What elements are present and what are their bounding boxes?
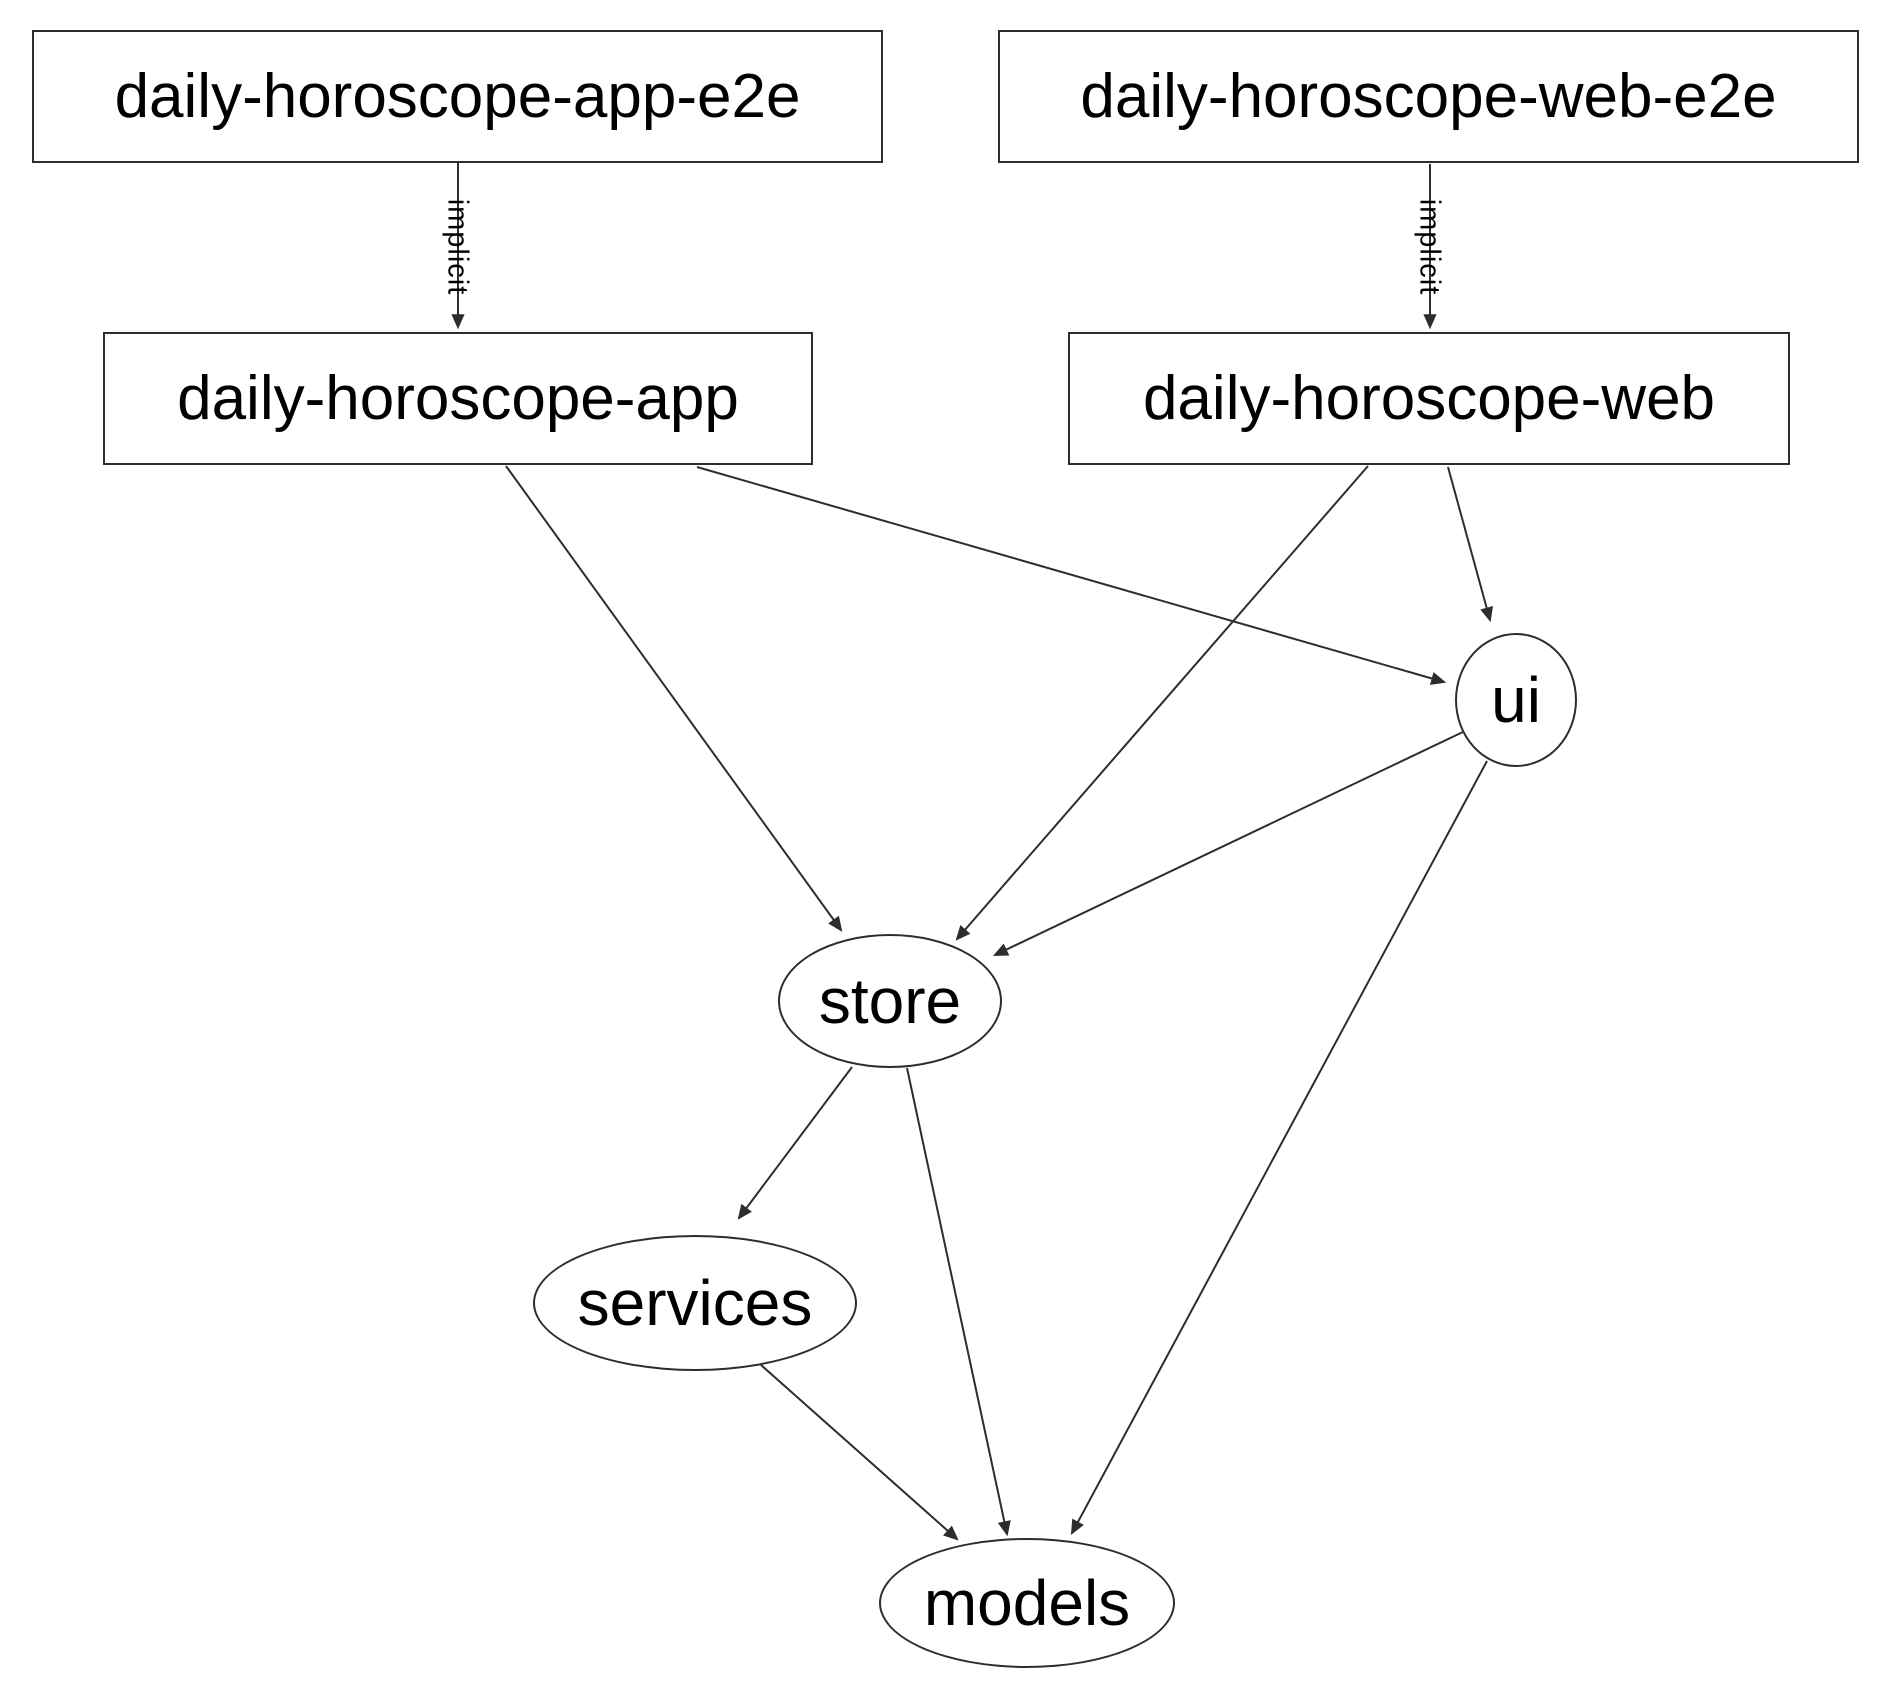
- edge-services-to-models: [760, 1364, 959, 1541]
- node-ui: ui: [1455, 633, 1577, 767]
- edge-web-to-ui: [1447, 466, 1493, 623]
- edge-label-implicit-web: implicit: [1413, 198, 1446, 296]
- node-services: services: [533, 1235, 857, 1371]
- edge-label-implicit-app: implicit: [441, 198, 474, 296]
- edge-store-to-models: [906, 1067, 1011, 1537]
- edge-ui-to-store: [992, 730, 1466, 956]
- node-store: store: [778, 934, 1002, 1068]
- edge-app-to-ui: [696, 466, 1447, 685]
- edge-store-to-services: [737, 1066, 853, 1220]
- edge-app-to-store: [505, 465, 843, 932]
- node-daily-horoscope-web-e2e: daily-horoscope-web-e2e: [998, 30, 1859, 163]
- edge-ui-to-models: [1070, 760, 1488, 1535]
- edge-web-to-store: [955, 465, 1369, 941]
- node-daily-horoscope-app: daily-horoscope-app: [103, 332, 813, 465]
- node-models: models: [879, 1538, 1175, 1668]
- node-daily-horoscope-web: daily-horoscope-web: [1068, 332, 1790, 465]
- node-daily-horoscope-app-e2e: daily-horoscope-app-e2e: [32, 30, 883, 163]
